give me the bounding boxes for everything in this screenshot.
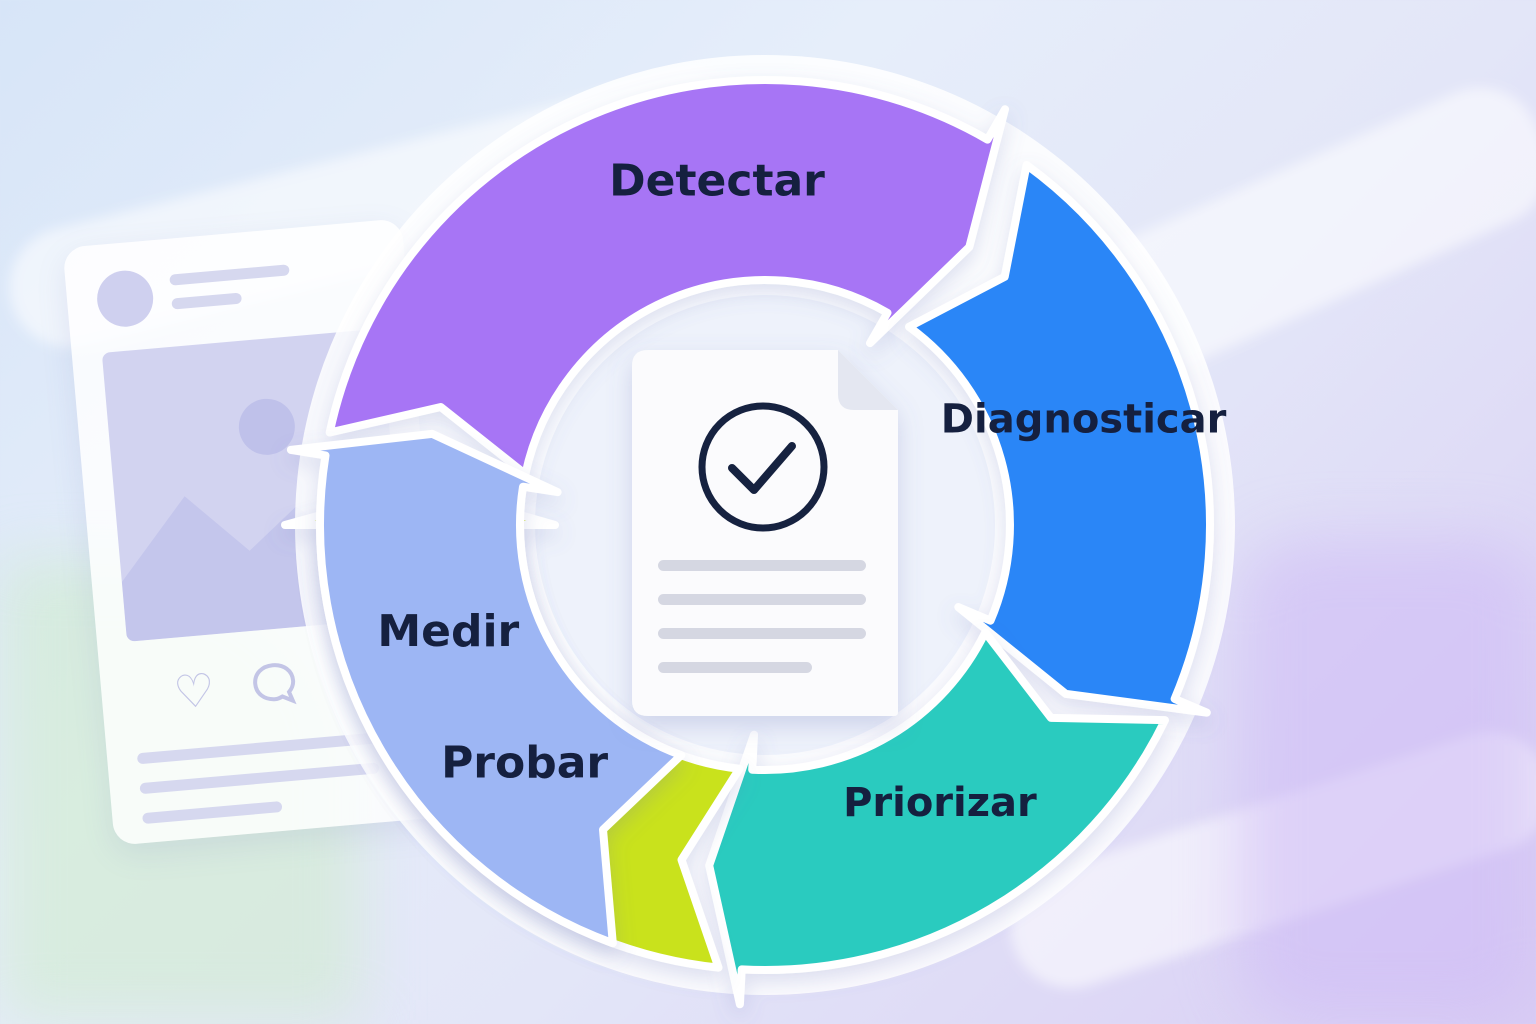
arrow-segment-diagnosticar (905, 161, 1214, 717)
cycle-segments (281, 76, 1214, 1009)
step-label-detectar: Detectar (609, 155, 825, 206)
arrow-segment-medir (286, 429, 686, 948)
step-label-priorizar: Priorizar (843, 780, 1037, 826)
arrow-segment-priorizar (705, 628, 1169, 1009)
arrow-segment-detectar (325, 76, 1009, 479)
document-check-icon (632, 350, 898, 716)
step-label-medir: Medir (377, 606, 519, 657)
comment-icon (249, 659, 299, 716)
step-label-diagnosticar: Diagnosticar (941, 397, 1227, 443)
step-label-probar: Probar (441, 737, 608, 788)
